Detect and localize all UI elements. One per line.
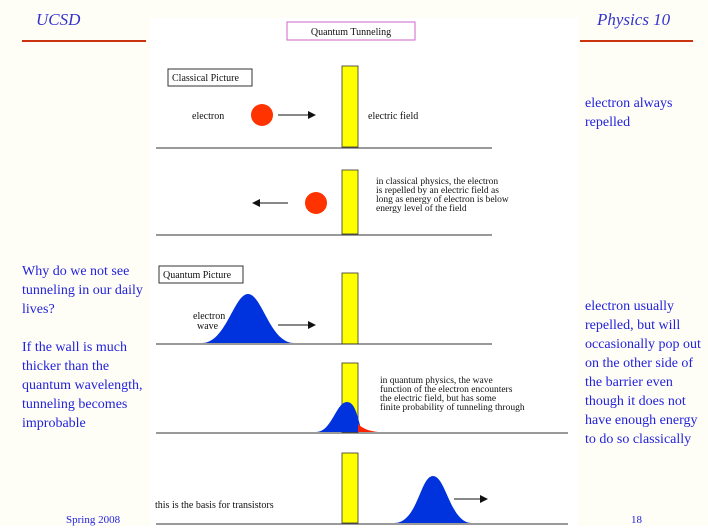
left-question: Why do we not see tunneling in our daily… — [22, 264, 143, 317]
quantum-note-3: the electric field, but has some — [380, 393, 496, 404]
barrier-2 — [341, 169, 359, 235]
left-answer: If the wall is much thicker than the qua… — [22, 340, 143, 431]
right-commentary-top: electron always repelled — [585, 96, 673, 130]
arrowhead-right-5 — [480, 495, 488, 503]
electron-ball-repelled — [305, 192, 327, 214]
classical-label: Classical Picture — [172, 73, 239, 84]
classical-note-1: in classical physics, the electron — [376, 177, 498, 187]
figure-svg: Quantum Tunneling Classical Picture elec… — [155, 21, 568, 525]
header-left: UCSD — [36, 10, 81, 29]
right-commentary-bottom: electron usually repelled, but will occa… — [585, 299, 701, 447]
barrier-3 — [341, 272, 359, 345]
quantum-label-box — [158, 265, 244, 284]
wave-packet-transmitted — [394, 476, 472, 523]
wave-label-1: electron — [193, 311, 225, 322]
left-commentary: Why do we not see tunneling in our daily… — [22, 262, 150, 452]
header-rule-right — [580, 40, 693, 42]
arrowhead-left-2 — [252, 199, 260, 207]
quantum-note-2: function of the electron encounters — [380, 384, 513, 395]
classical-note-2: is repelled by an electric field as — [376, 185, 499, 196]
quantum-note-4: finite probability of tunneling through — [380, 402, 525, 413]
title-box — [286, 21, 416, 41]
classical-note-4: energy level of the field — [376, 203, 467, 214]
arrowhead-right-3 — [308, 321, 316, 329]
classical-note-3: long as energy of electron is below — [376, 194, 509, 205]
wave-tail-tunneled — [358, 424, 378, 432]
electron-ball — [251, 104, 273, 126]
quantum-label: Quantum Picture — [163, 270, 232, 281]
footer-date: Spring 2008 — [66, 514, 121, 526]
wave-packet-1 — [202, 294, 294, 343]
field-label: electric field — [368, 111, 418, 122]
slide-number: 18 — [631, 514, 642, 526]
classical-label-box — [167, 68, 253, 87]
figure-title: Quantum Tunneling — [311, 27, 391, 38]
barrier-5 — [341, 452, 359, 524]
wave-label-2: wave — [197, 321, 219, 332]
wave-packet-incident — [316, 402, 362, 432]
tunneling-figure: Quantum Tunneling Classical Picture elec… — [150, 18, 578, 526]
barrier-1 — [341, 65, 359, 148]
transistor-note: this is the basis for transistors — [155, 500, 274, 511]
arrowhead-right-1 — [308, 111, 316, 119]
quantum-note-1: in quantum physics, the wave — [380, 376, 493, 386]
electron-label: electron — [192, 111, 224, 122]
header-rule-left — [22, 40, 146, 42]
header-right: Physics 10 — [597, 10, 671, 29]
